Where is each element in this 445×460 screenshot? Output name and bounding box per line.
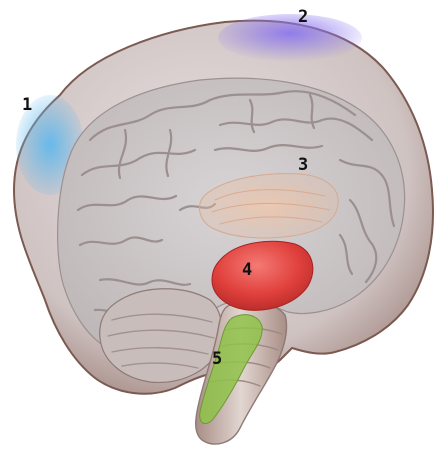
region-5-highlight <box>199 314 263 425</box>
region-3-label: 3 <box>298 155 308 175</box>
region-1-label: 1 <box>22 95 32 115</box>
region-3-highlight <box>199 173 339 239</box>
region-4-highlight <box>211 240 314 311</box>
region-5-label: 5 <box>212 349 222 369</box>
cerebellum <box>99 288 223 384</box>
region-2-highlight <box>218 14 362 62</box>
region-2-label: 2 <box>298 7 308 27</box>
region-4-label: 4 <box>242 260 252 280</box>
